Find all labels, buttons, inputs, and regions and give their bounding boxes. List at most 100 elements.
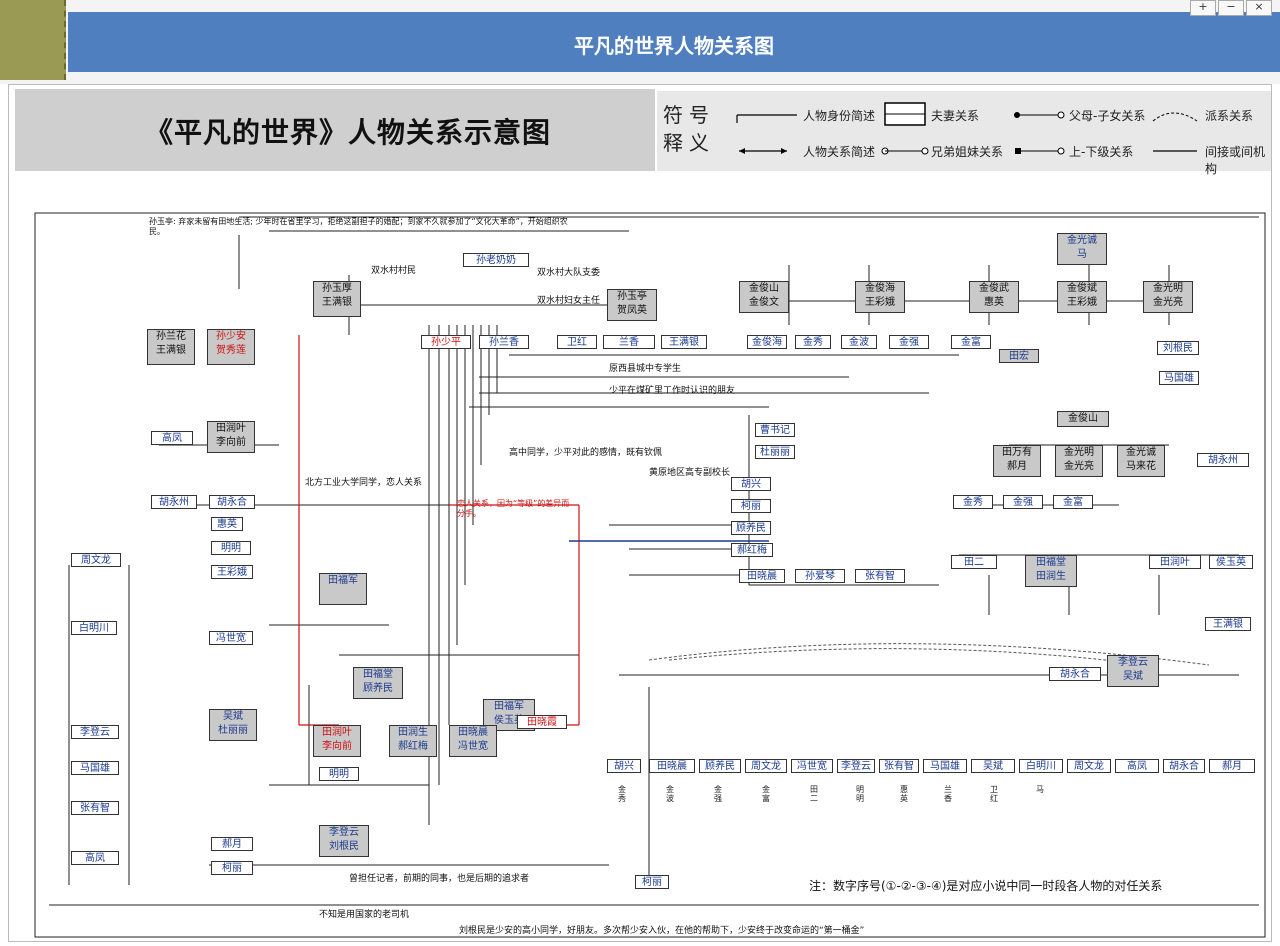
node-jin-bo-f[interactable]: 金俊海 xyxy=(747,335,787,349)
node-zhang-youzhi-left[interactable]: 张有智 xyxy=(71,801,119,815)
node-hu-yongzhou[interactable]: 胡永州 xyxy=(151,495,197,509)
node-sun-shaoan[interactable]: 孙少安 贺秀莲 xyxy=(207,329,255,365)
node-tian-futang[interactable]: 田福堂 顾养民 xyxy=(353,667,403,699)
node-ma-guoxiong-left[interactable]: 马国雄 xyxy=(71,761,119,775)
node-gao-feng-left[interactable]: 高凤 xyxy=(71,851,119,865)
node-jin-junhai[interactable]: 金俊海 王彩娥 xyxy=(855,281,905,313)
node-li-dengyun-2[interactable]: 李登云 刘根民 xyxy=(319,825,369,857)
node-hu-yonghe-left[interactable]: 胡永合 xyxy=(209,495,255,509)
node-jin-qiang-2[interactable]: 金强 xyxy=(1003,495,1043,509)
node-tian-fujun[interactable]: 田福军 xyxy=(319,573,367,605)
node-tian-xiaoxia[interactable]: 田晓霞 xyxy=(517,715,567,729)
node-tian-runsheng[interactable]: 田润生 郝红梅 xyxy=(389,725,437,757)
node-li-dengyun[interactable]: 李登云 吴斌 xyxy=(1107,655,1159,687)
node-sun-aiqin[interactable]: 孙爱琴 xyxy=(795,569,845,583)
thumbnail[interactable] xyxy=(0,0,66,80)
node-tian-runye-left[interactable]: 田润叶 李向前 xyxy=(207,421,255,453)
node-tian-xiaochen-2[interactable]: 田晓晨 冯世宽 xyxy=(449,725,497,757)
node-bottom-10[interactable]: 白明川 xyxy=(1019,759,1063,773)
node-sun-yuting[interactable]: 孙玉亭 贺凤英 xyxy=(607,289,657,321)
node-ma-guoxiong[interactable]: 马国雄 xyxy=(1159,371,1199,385)
note-classmate: 高中同学，少平对此的感情，既有钦佩 xyxy=(509,448,663,458)
zoom-out-button[interactable]: − xyxy=(1218,0,1244,16)
node-bai-ming[interactable]: 白明川 xyxy=(71,621,117,635)
node-hu-yongzhou-right[interactable]: 胡永州 xyxy=(1197,453,1249,467)
node-hao-yue-left[interactable]: 郝月 xyxy=(211,837,253,851)
node-bottom-14[interactable]: 郝月 xyxy=(1209,759,1255,773)
node-bottom-1[interactable]: 胡兴 xyxy=(607,759,641,773)
node-jin-xiu-2[interactable]: 金秀 xyxy=(953,495,993,509)
close-button[interactable]: × xyxy=(1246,0,1272,16)
node-tian-runye-2[interactable]: 田润叶 xyxy=(1149,555,1201,569)
node-liu-genmin[interactable]: 刘根民 xyxy=(1157,341,1199,355)
node-tian-hong[interactable]: 田宏 xyxy=(999,349,1039,363)
node-tian-wanyou[interactable]: 田万有 郝月 xyxy=(993,445,1041,477)
node-jin-junbin[interactable]: 金俊斌 王彩娥 xyxy=(1057,281,1107,313)
node-hao-hongmei[interactable]: 郝红梅 xyxy=(731,543,773,557)
node-jin-bo[interactable]: 金波 xyxy=(841,335,877,349)
node-bottom-4[interactable]: 周文龙 xyxy=(745,759,787,773)
node-li-dengyun-left[interactable]: 李登云 xyxy=(71,725,119,739)
node-bottom-13[interactable]: 胡永合 xyxy=(1163,759,1205,773)
node-jin-junshan[interactable]: 金俊山 金俊文 xyxy=(739,281,789,313)
node-wang-caie-left[interactable]: 王彩娥 xyxy=(211,565,253,579)
node-sun-laonainai[interactable]: 孙老奶奶 xyxy=(463,253,529,267)
node-jin-qiang[interactable]: 金强 xyxy=(889,335,929,349)
node-du-lilia[interactable]: 杜丽丽 xyxy=(755,445,795,459)
node-bottom-3[interactable]: 顾养民 xyxy=(699,759,741,773)
zoom-in-button[interactable]: + xyxy=(1190,0,1216,16)
node-jin-guangming[interactable]: 金光明 金光亮 xyxy=(1143,281,1193,313)
node-sun-lanhua[interactable]: 孙兰花 王满银 xyxy=(147,329,195,365)
node-gao-feng[interactable]: 高凤 xyxy=(151,431,193,445)
footer-note: 注：数字序号(①-②-③-④)是对应小说中同一时段各人物的对任关系 xyxy=(809,879,1163,893)
node-jin-fu-2[interactable]: 金富 xyxy=(1053,495,1093,509)
node-sun-lanxiang[interactable]: 孙兰香 xyxy=(479,335,529,349)
node-bottom-15[interactable]: 柯丽 xyxy=(635,875,669,889)
node-wang-manyin-2[interactable]: 王满银 xyxy=(1205,617,1251,631)
node-tian-runye[interactable]: 田润叶 李向前 xyxy=(313,725,361,757)
name: 田润生 xyxy=(398,727,428,738)
node-ke-dian[interactable]: 柯丽 xyxy=(731,499,771,513)
node-sun-shaoping[interactable]: 孙少平 xyxy=(421,335,471,349)
node-hu-yonghe[interactable]: 胡永合 xyxy=(1049,667,1101,681)
node-bottom-7[interactable]: 张有智 xyxy=(879,759,919,773)
legend-symbols xyxy=(736,102,1198,155)
node-bottom-9[interactable]: 吴斌 xyxy=(971,759,1015,773)
node-sun-yuhou[interactable]: 孙玉厚 王满银 xyxy=(313,281,361,317)
name: 金俊武 xyxy=(979,283,1009,294)
legend-indirect: 间接或间机构 xyxy=(1205,145,1266,176)
node-bottom-6[interactable]: 李登云 xyxy=(837,759,875,773)
node-ming-ming[interactable]: 明明 xyxy=(211,541,251,555)
node-jin-guangming-2[interactable]: 金光明 金光亮 xyxy=(1055,445,1103,477)
node-wang-manyin[interactable]: 王满银 xyxy=(661,335,707,349)
node-wu-huiliang[interactable]: 吴斌 杜丽丽 xyxy=(209,709,257,741)
node-bottom-2[interactable]: 田晓晨 xyxy=(649,759,695,773)
node-zhang-youzhi[interactable]: 张有智 xyxy=(855,569,905,583)
node-feng-shiwang[interactable]: 冯世宽 xyxy=(209,631,253,645)
node-ke-dian-left[interactable]: 柯丽 xyxy=(211,861,253,875)
node-bottom-5[interactable]: 冯世宽 xyxy=(791,759,833,773)
node-zhou-wenlong[interactable]: 周文龙 xyxy=(71,553,121,567)
node-hao-hongmei-2[interactable]: 侯玉英 xyxy=(1209,555,1253,569)
node-jin-junbin-2[interactable]: 金光诚 马 xyxy=(1057,233,1107,265)
node-hu-xing[interactable]: 胡兴 xyxy=(731,477,771,491)
node-jin-fu[interactable]: 金富 xyxy=(951,335,991,349)
node-bottom-11[interactable]: 周文龙 xyxy=(1067,759,1111,773)
node-tian-futang-2[interactable]: 田福堂 田润生 xyxy=(1025,555,1077,587)
node-bottom-8[interactable]: 马国雄 xyxy=(923,759,967,773)
name: 金光亮 xyxy=(1064,461,1094,472)
node-ma-laihua[interactable]: 金光诚 马来花 xyxy=(1117,445,1165,477)
node-jin-junwu[interactable]: 金俊武 惠英 xyxy=(969,281,1019,313)
node-jin-xiu[interactable]: 金秀 xyxy=(795,335,831,349)
node-tian-xiaochen[interactable]: 田晓晨 xyxy=(739,569,785,583)
node-tian-erjiao[interactable]: 田二 xyxy=(951,555,997,569)
node-wei-hong-1[interactable]: 卫红 xyxy=(557,335,597,349)
node-gu-yanglin[interactable]: 顾养民 xyxy=(731,521,771,535)
node-hui-ying[interactable]: 惠英 xyxy=(211,517,243,531)
node-bottom-12[interactable]: 高凤 xyxy=(1115,759,1159,773)
node-ming-ming-2[interactable]: 明明 xyxy=(319,767,359,781)
node-jin-junshan-2[interactable]: 金俊山 xyxy=(1057,411,1109,427)
node-cao-shuji[interactable]: 曹书记 xyxy=(755,423,795,437)
sub-col-3: 金强 xyxy=(714,785,722,803)
node-lan-xiang[interactable]: 兰香 xyxy=(603,335,655,349)
